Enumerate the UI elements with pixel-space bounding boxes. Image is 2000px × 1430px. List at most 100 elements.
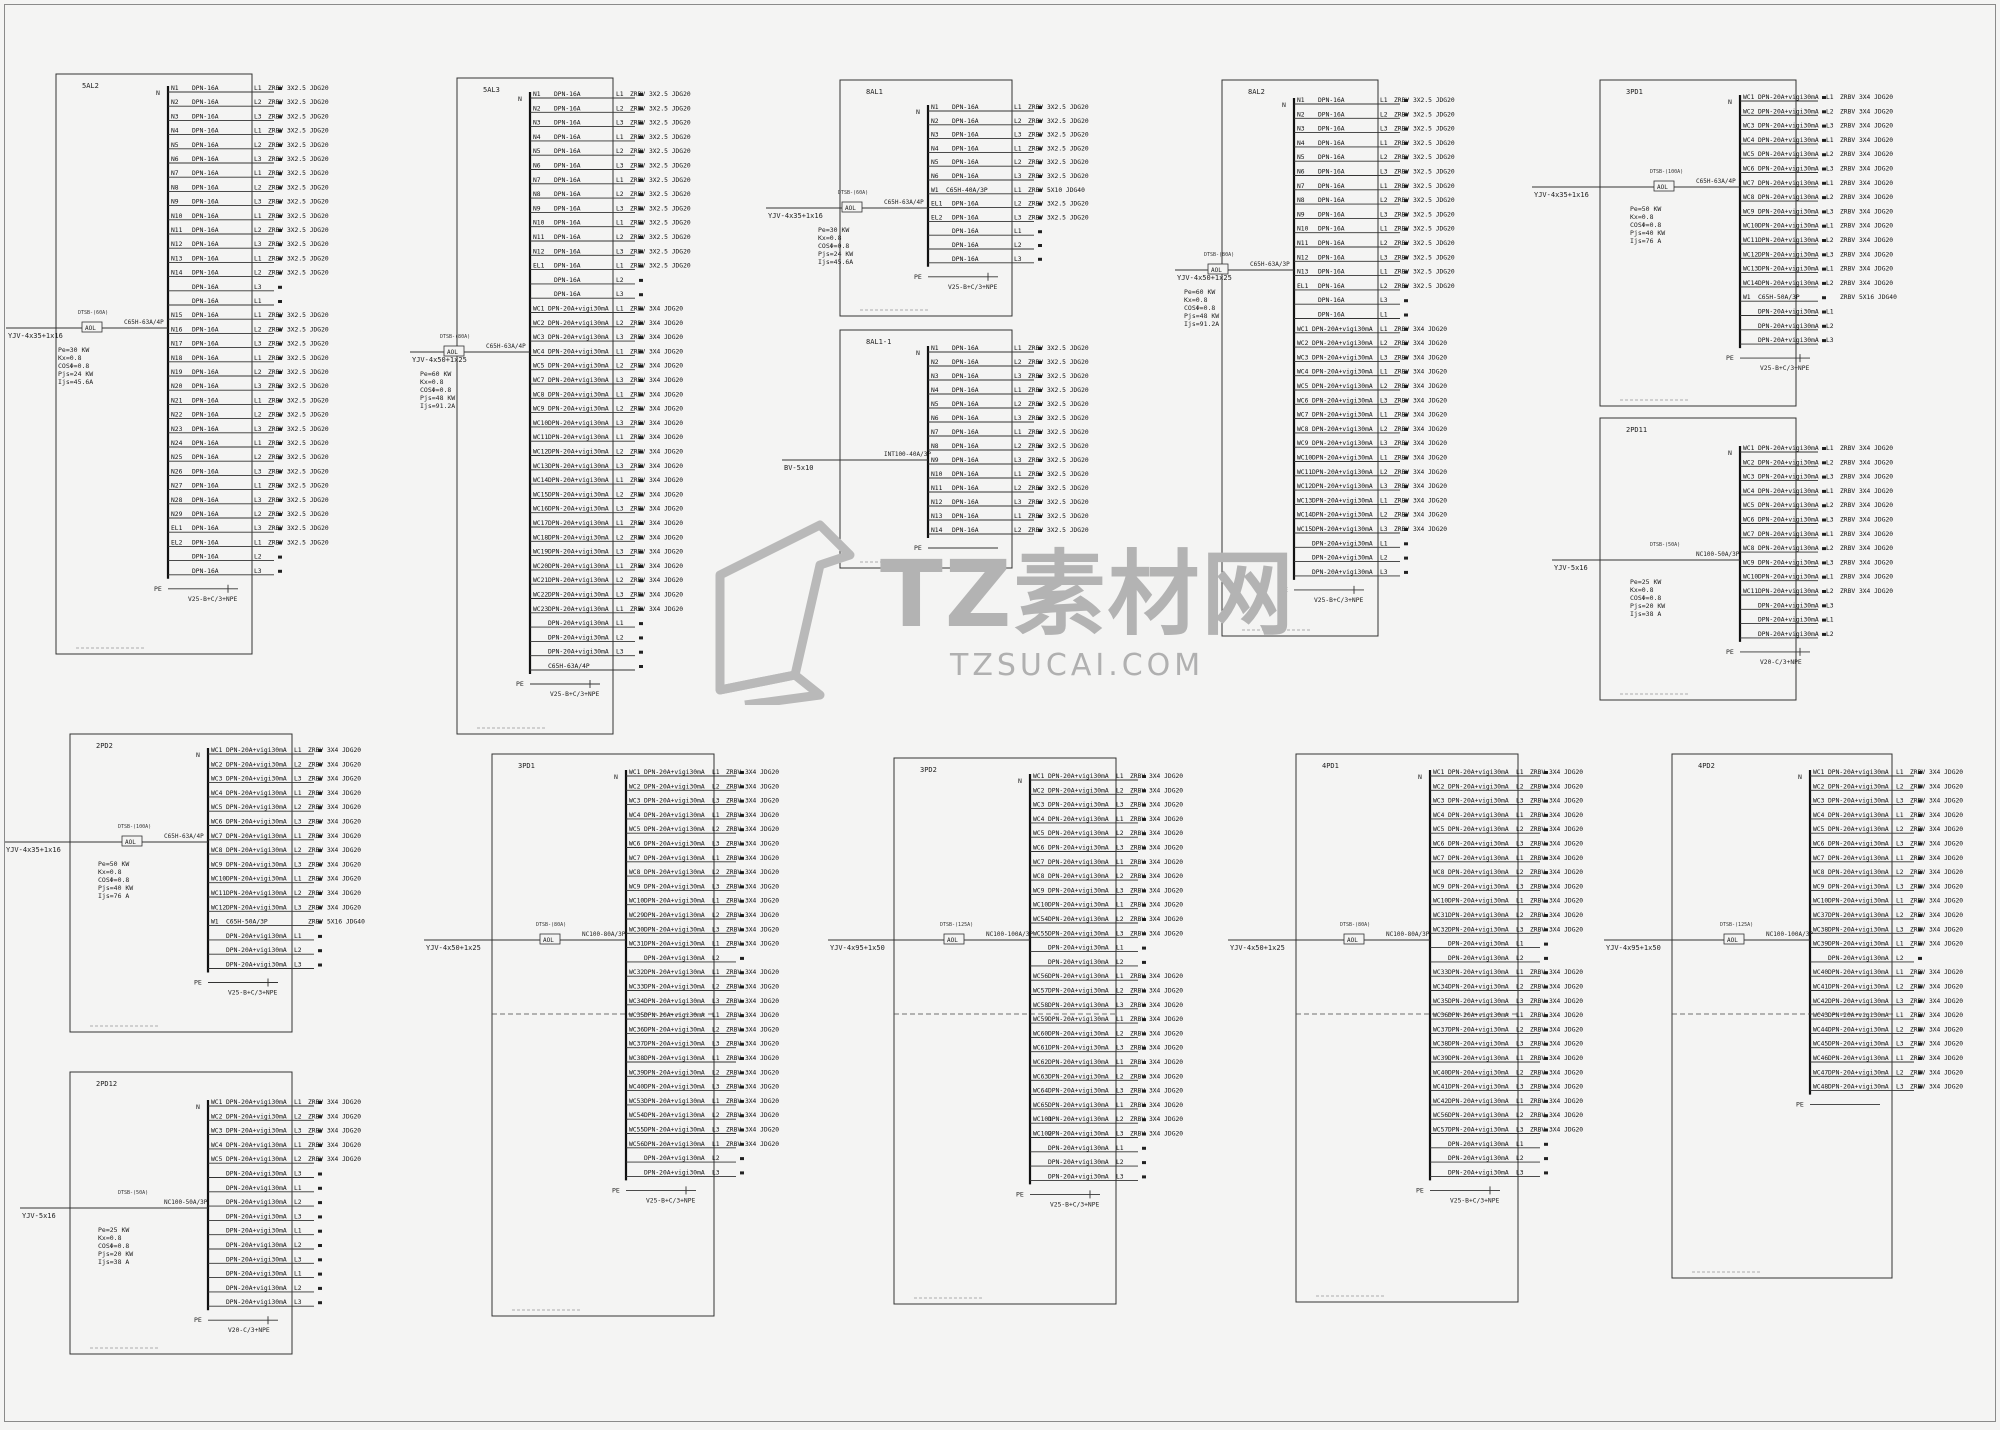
circuit-id: N12	[171, 241, 183, 248]
circuit-cable: ZRBV 3X4 JDG20	[1394, 526, 1447, 533]
circuit-cable: ZRBV 3X4 JDG20	[726, 783, 779, 790]
circuit-cable: ZRBV 3X4 JDG20	[1910, 984, 1963, 991]
circuit-phase: L1	[712, 1098, 720, 1105]
circuit-phase: L3	[616, 649, 624, 656]
circuit-load-mark	[1404, 413, 1408, 417]
circuit-phase: L2	[254, 369, 262, 376]
circuit-breaker: DPN-20A+vigi30mA	[548, 449, 609, 456]
circuit-load-mark	[1038, 501, 1042, 504]
circuit-phase: L3	[1380, 297, 1388, 304]
incoming-breaker-label: DTSB-(100A)	[1650, 169, 1683, 175]
circuit-load-mark	[1822, 339, 1826, 343]
circuit-phase: L2	[1380, 111, 1388, 118]
circuit-cable: ZRBV 3X4 JDG20	[1130, 1016, 1183, 1023]
circuit-cable: ZRBV 3X2.5 JDG20	[268, 341, 329, 348]
circuit-phase: L1	[1014, 145, 1022, 152]
circuit-phase: L1	[1116, 945, 1124, 952]
circuit-load-mark	[1404, 156, 1408, 160]
circuit-phase: L1	[1896, 1055, 1904, 1062]
circuit-phase: L2	[712, 984, 720, 991]
circuit-breaker: DPN-20A+vigi30mA	[1048, 1030, 1109, 1037]
spd-label: V25-B+C/3+NPE	[1314, 597, 1363, 604]
circuit-phase: L1	[1380, 183, 1388, 190]
circuit-cable: ZRBV 3X4 JDG20	[1130, 1045, 1183, 1052]
circuit-phase: L1	[254, 128, 262, 135]
circuit-load-mark	[639, 221, 643, 225]
circuit-load-mark	[1544, 813, 1548, 817]
circuit-id: WC7	[1743, 180, 1755, 187]
circuit-breaker: DPN-16A	[952, 173, 979, 180]
circuit-cable: ZRBV 3X4 JDG20	[1130, 930, 1183, 937]
circuit-cable: ZRBV 3X2.5 JDG20	[1028, 345, 1089, 352]
circuit-phase: L3	[616, 205, 624, 212]
circuit-phase: L1	[1896, 969, 1904, 976]
circuit-cable: ZRBV 3X4 JDG20	[1530, 812, 1583, 819]
circuit-breaker: DPN-20A+vigi30mA	[548, 577, 609, 584]
circuit-breaker: DPN-16A	[952, 228, 979, 235]
circuit-phase: L1	[1896, 898, 1904, 905]
circuit-breaker: DPN-16A	[192, 568, 219, 575]
circuit-cable: ZRBV 3X2.5 JDG20	[1028, 387, 1089, 394]
circuit-phase: L1	[1014, 387, 1022, 394]
circuit-id: WC31	[1433, 912, 1448, 919]
circuit-breaker: DPN-20A+vigi30mA	[1758, 617, 1819, 624]
circuit-breaker: DPN-20A+vigi30mA	[1828, 1041, 1889, 1048]
circuit-breaker: DPN-20A+vigi30mA	[1048, 945, 1109, 952]
circuit-phase: L3	[1116, 1173, 1124, 1180]
circuit-load-mark	[1142, 1046, 1146, 1050]
load-calc-line: Pjs=20 KW	[98, 1250, 133, 1258]
circuit-cable: ZRBV 3X2.5 JDG20	[1394, 283, 1455, 290]
circuit-cable: ZRBV 3X4 JDG20	[1910, 812, 1963, 819]
circuit-breaker: DPN-20A+vigi30mA	[548, 477, 609, 484]
circuit-id: WC4	[1033, 816, 1045, 823]
circuit-load-mark	[1822, 239, 1826, 242]
main-switch-label: C65H-63A/3P	[1250, 261, 1290, 268]
panel-5al3: 5AL3YJV-4x50+1x25AOLDTSB-(80A)C65H-63A/4…	[410, 77, 691, 735]
circuit-breaker: DPN-16A	[952, 256, 979, 263]
circuit-breaker: DPN-20A+vigi30mA	[644, 1155, 705, 1162]
circuit-phase: L2	[1516, 1112, 1524, 1119]
circuit-breaker: DPN-16A	[952, 159, 979, 166]
circuit-id: N24	[171, 440, 183, 447]
circuit-id: WC2	[1813, 783, 1825, 790]
load-calc-line: COSΦ=0.8	[1184, 304, 1215, 312]
circuit-id: WC42	[1433, 1098, 1448, 1105]
circuit-breaker: DPN-20A+vigi30mA	[1048, 973, 1109, 980]
circuit-breaker: DPN-20A+vigi30mA	[644, 926, 705, 933]
circuit-phase: L3	[1516, 926, 1524, 933]
panel-2pd2: 2PD2YJV-4x35+1x16AOLDTSB-(100A)C65H-63A/…	[4, 733, 365, 1033]
circuit-breaker: DPN-16A	[192, 525, 219, 532]
circuit-load-mark	[1918, 985, 1922, 989]
circuit-breaker: DPN-20A+vigi30mA	[1448, 812, 1509, 819]
circuit-id: WC39	[1813, 941, 1828, 948]
circuit-phase: L2	[1116, 1030, 1124, 1037]
circuit-breaker: DPN-16A	[192, 341, 219, 348]
circuit-load-mark	[1544, 842, 1548, 846]
circuit-id: WC6	[1033, 845, 1045, 852]
circuit-breaker: DPN-20A+vigi30mA	[1048, 916, 1109, 923]
circuit-breaker: DPN-16A	[554, 91, 581, 98]
circuit-breaker: DPN-20A+vigi30mA	[1448, 1155, 1509, 1162]
circuit-load-mark	[1918, 1014, 1922, 1018]
circuit-breaker: DPN-20A+vigi30mA	[1448, 998, 1509, 1005]
circuit-phase: L1	[1516, 769, 1524, 776]
circuit-cable: ZRBV 3X2.5 JDG20	[268, 270, 329, 277]
circuit-phase: L1	[1516, 855, 1524, 862]
circuit-phase: L3	[1014, 214, 1022, 221]
circuit-id: EL1	[171, 525, 183, 532]
circuit-cable: ZRBV 3X2.5 JDG20	[1394, 97, 1455, 104]
circuit-cable: ZRBV 3X4 JDG20	[1130, 859, 1183, 866]
circuit-cable: ZRBV 3X4 JDG20	[1910, 841, 1963, 848]
circuit-breaker: DPN-20A+vigi30mA	[1448, 1098, 1509, 1105]
circuit-breaker: C65H-63A/4P	[548, 663, 590, 670]
circuit-id: WC3	[1743, 474, 1755, 481]
circuit-cable: ZRBV 3X2.5 JDG20	[1028, 485, 1089, 492]
circuit-cable: ZRBV 3X4 JDG20	[1910, 1069, 1963, 1076]
circuit-id: N3	[931, 373, 939, 380]
circuit-id: N12	[931, 499, 943, 506]
load-calc-line: Pjs=48 KW	[420, 394, 455, 402]
circuit-phase: L2	[1826, 323, 1834, 330]
circuit-cable: ZRBV 3X4 JDG20	[1130, 802, 1183, 809]
circuit-phase: L1	[254, 355, 262, 362]
neutral-bar-label: N	[1798, 773, 1802, 781]
